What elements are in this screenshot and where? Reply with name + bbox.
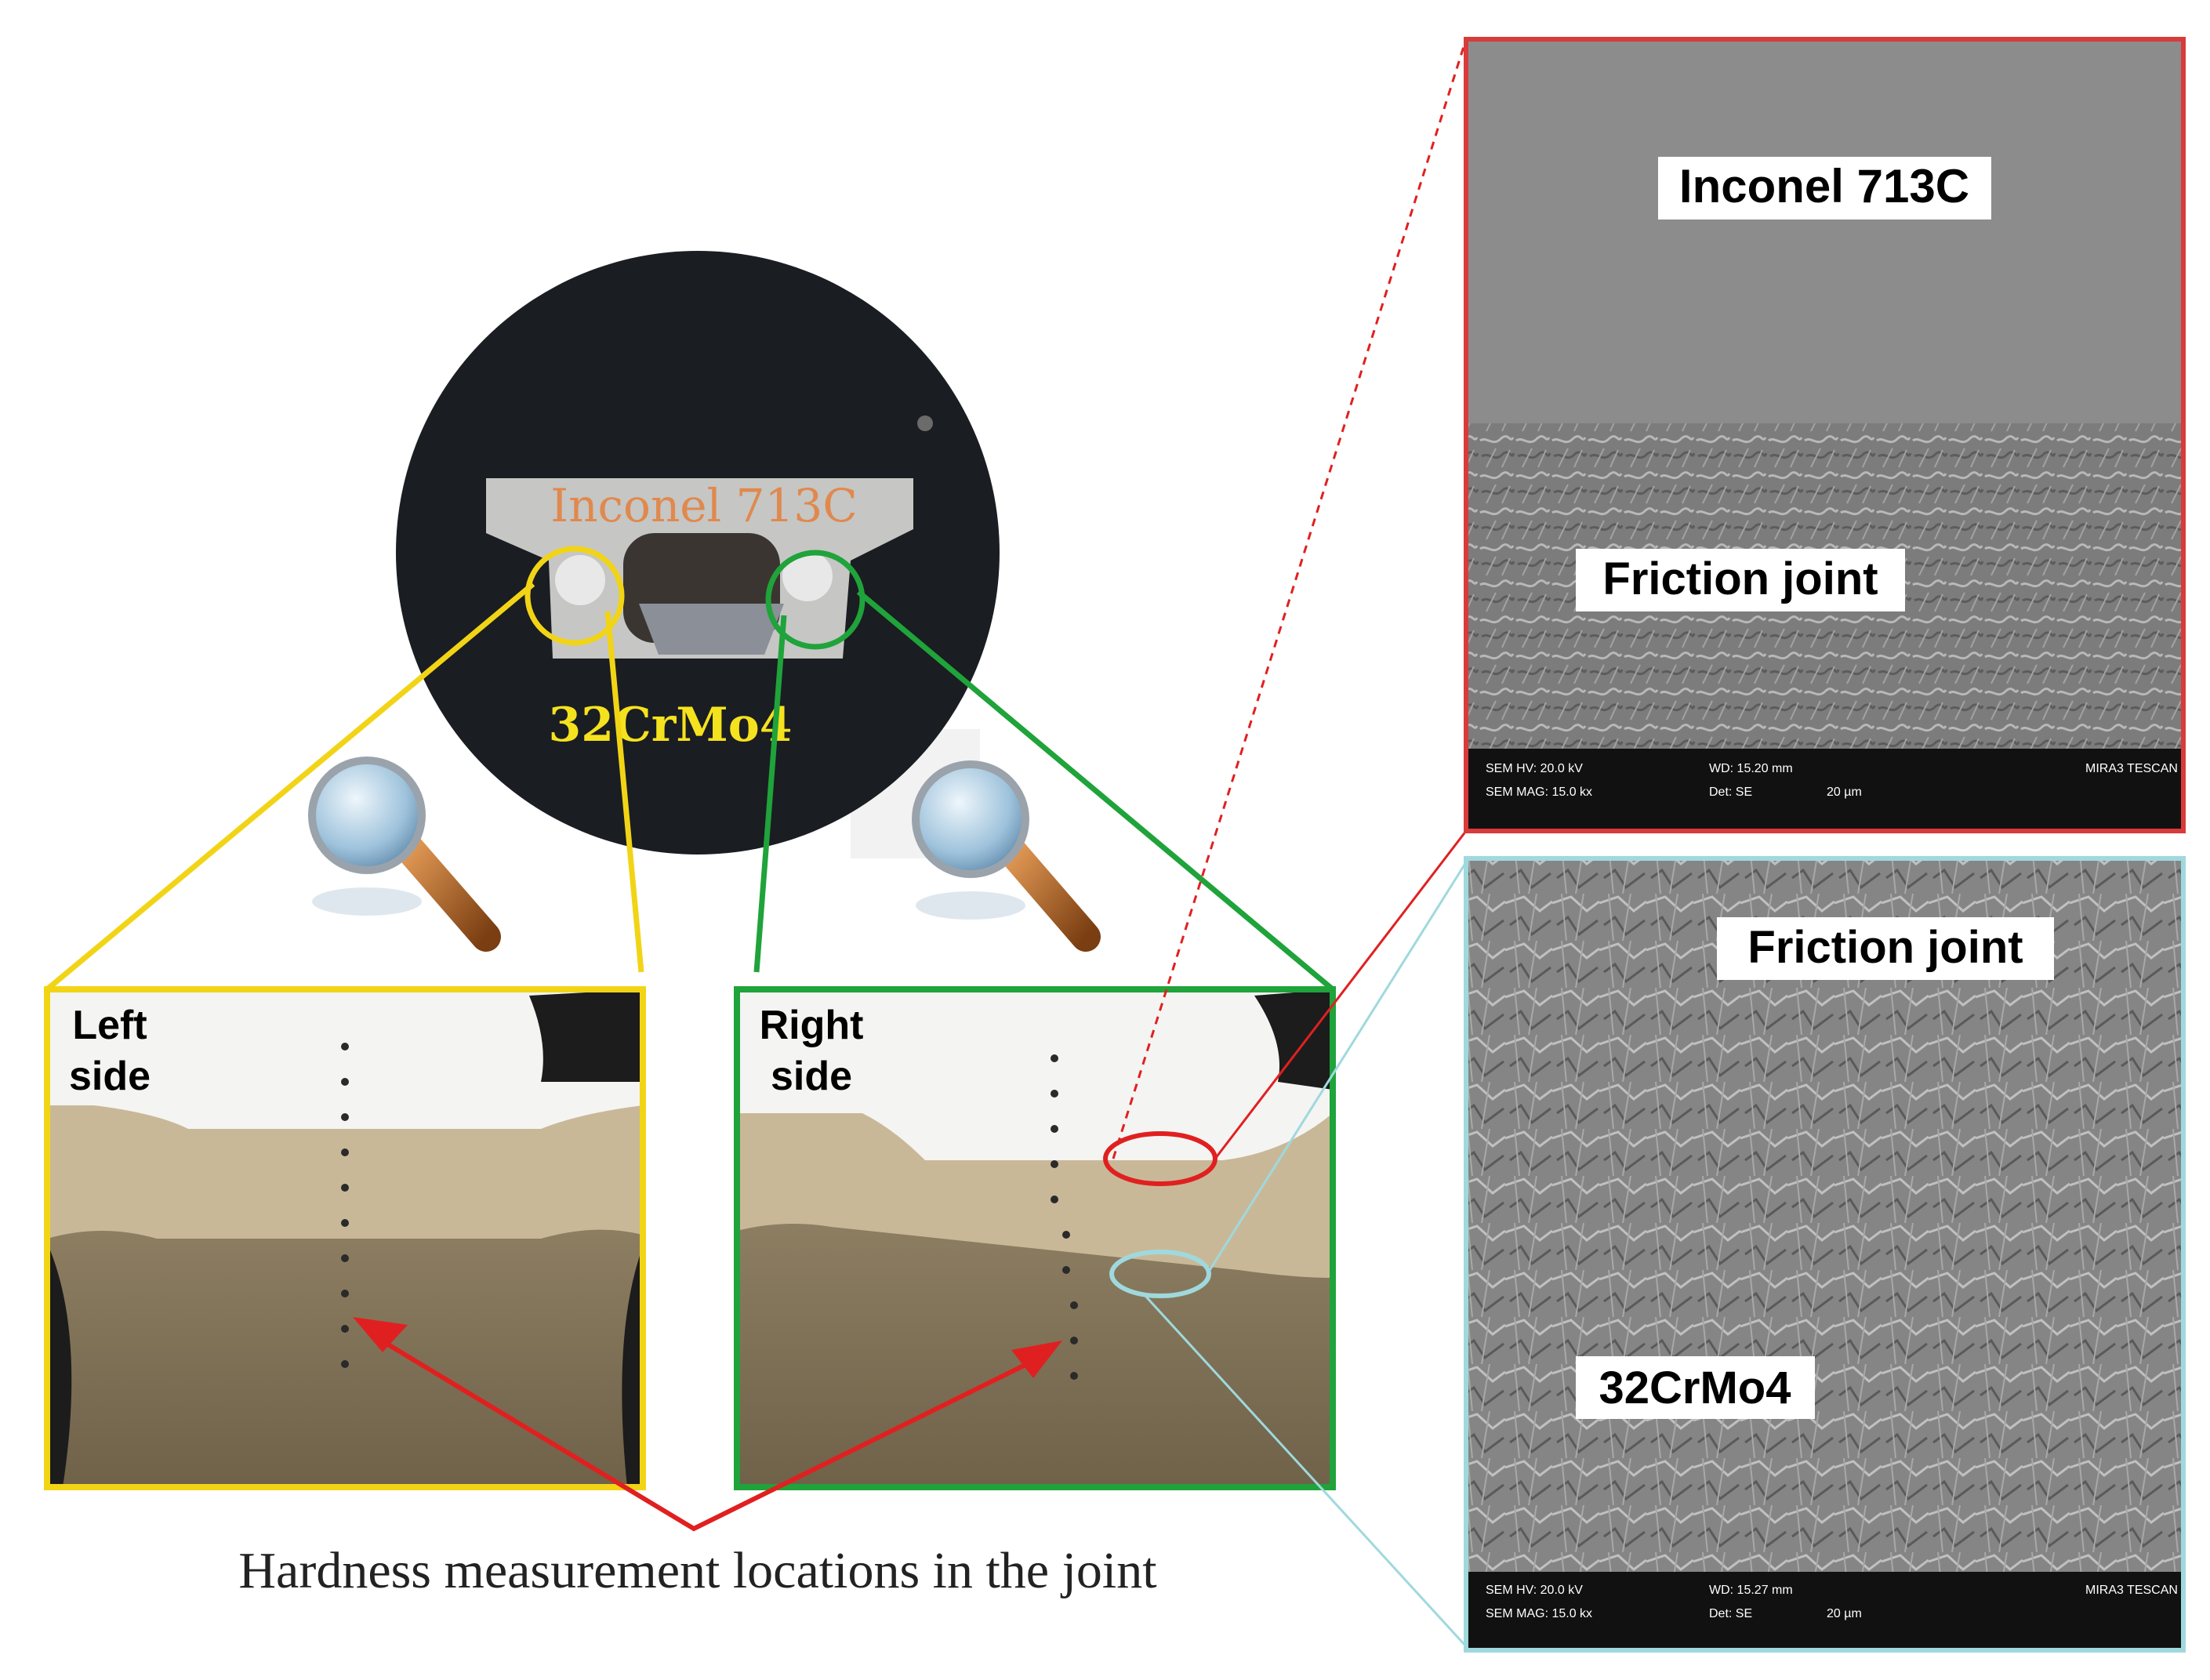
sem-bottom-meta-wd: WD: 15.27 mm xyxy=(1709,1584,1793,1597)
left-panel-frame xyxy=(44,986,646,1490)
arrow-line xyxy=(367,1330,1044,1532)
left-inconel-region xyxy=(47,989,643,1129)
left-lead-line xyxy=(604,611,644,973)
left-marker-ring xyxy=(524,546,625,646)
left-side-label-line2: side xyxy=(69,1054,151,1099)
left-steel-region xyxy=(47,1229,643,1487)
right-side-label-line1: Right xyxy=(760,1003,864,1048)
sem-bottom-meta-hv: SEM HV: 20.0 kV xyxy=(1486,1584,1583,1597)
left-arrowhead xyxy=(353,1317,408,1352)
right-panel-frame xyxy=(734,986,1336,1490)
sem-bottom-meta-mag: SEM MAG: 15.0 kx xyxy=(1486,1607,1592,1620)
sem-top-meta-device: MIRA3 TESCAN xyxy=(2085,762,2178,775)
right-lead-line xyxy=(753,615,787,973)
sem-top-label-joint: Friction joint xyxy=(1602,553,1878,604)
sem-bottom-label-bottom-bg xyxy=(1576,1356,1815,1419)
magnifier-icon xyxy=(912,760,1101,952)
sem-bottom-meta-det: Det: SE xyxy=(1709,1607,1752,1620)
sem-top-meta-det: Det: SE xyxy=(1709,786,1752,799)
right-side-label-line2: side xyxy=(771,1054,852,1099)
sem-image-bottom: SEM HV: 20.0 kV WD: 15.27 mm MIRA3 TESCA… xyxy=(1464,856,2186,1653)
sem-bottom-label-joint: Friction joint xyxy=(1747,922,2023,973)
left-side-panel: Left side xyxy=(44,986,646,1490)
right-cyan-inspection-ring xyxy=(1109,1250,1211,1298)
right-edge-dark xyxy=(1254,989,1333,1090)
sem-bottom-label-steel: 32CrMo4 xyxy=(1599,1363,1791,1413)
sample-label-steel: 32CrMo4 xyxy=(548,698,792,753)
sem-top-label-bottom-bg xyxy=(1576,549,1905,611)
cyan-zoom-line-2 xyxy=(1143,1294,1468,1648)
sem-bottom-frame xyxy=(1464,856,2186,1653)
right-marker-ring xyxy=(765,550,865,650)
sample-disc: Inconel 713C 32CrMo4 xyxy=(396,251,1000,973)
red-zoom-line-1 xyxy=(1112,38,1468,1159)
sem-bottom-label-top-bg xyxy=(1717,917,2054,980)
sem-top-interface-bulge xyxy=(1466,362,2183,517)
sem-top-frame xyxy=(1464,37,2186,833)
sem-top-meta-wd: WD: 15.20 mm xyxy=(1709,762,1793,775)
right-connector-outer xyxy=(856,590,1335,992)
right-indent-dots xyxy=(1051,1054,1078,1380)
sem-top-label-inconel: Inconel 713C xyxy=(1679,160,1969,212)
cyan-zoom-line-1 xyxy=(1206,862,1468,1275)
red-zoom-line-2 xyxy=(1214,830,1468,1159)
sem-bottom-metadata-bar xyxy=(1466,1572,2183,1650)
left-stud xyxy=(555,555,605,605)
sem-top-metadata-bar xyxy=(1466,749,2183,831)
left-connector-outer xyxy=(45,582,535,992)
sem-bottom-meta-device: MIRA3 TESCAN xyxy=(2085,1584,2178,1597)
hardness-arrows xyxy=(353,1317,1062,1532)
sem-image-top: SEM HV: 20.0 kV WD: 15.20 mm MIRA3 TESCA… xyxy=(1464,37,2186,833)
sem-top-meta-hv: SEM HV: 20.0 kV xyxy=(1486,762,1583,775)
left-indent-dots xyxy=(341,1043,349,1368)
left-edge-dark-right xyxy=(622,1246,643,1487)
sem-bottom-meta-scale: 20 µm xyxy=(1827,1607,1862,1620)
figure-caption: Hardness measurement locations in the jo… xyxy=(238,1542,1156,1599)
left-edge-dark-bottom xyxy=(47,1243,72,1487)
steel-insert xyxy=(639,604,784,655)
right-stud xyxy=(782,551,833,601)
sem-top-label-top-bg xyxy=(1658,157,1991,220)
sem-top-meta-mag: SEM MAG: 15.0 kx xyxy=(1486,786,1592,799)
sem-top-meta-scale: 20 µm xyxy=(1827,786,1862,799)
magnifier-icon xyxy=(308,757,501,952)
sample-label-inconel: Inconel 713C xyxy=(550,479,857,532)
left-edge-dark xyxy=(529,989,643,1082)
right-inconel-region xyxy=(737,989,1333,1160)
right-arrowhead xyxy=(1011,1341,1062,1378)
right-side-panel: Right side xyxy=(734,986,1336,1490)
left-side-label-line1: Left xyxy=(72,1003,147,1048)
disc-scratch xyxy=(917,415,933,431)
